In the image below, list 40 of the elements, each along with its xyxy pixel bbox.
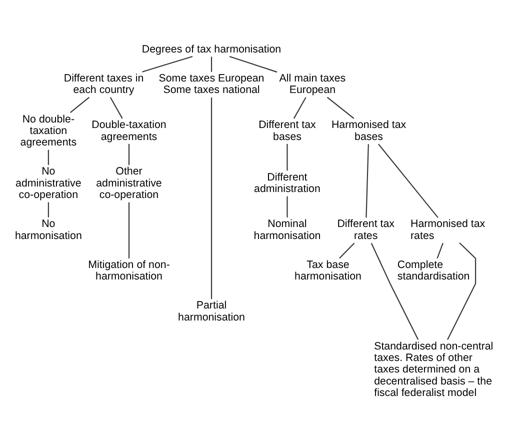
connector [436,242,444,258]
connector [447,242,476,340]
node-text: Other administrative co-operation [96,165,162,201]
connector [142,55,193,72]
connector [110,96,123,118]
node-text: Double-taxation agreements [92,118,166,142]
node-text: Different tax rates [337,218,394,242]
node-text: Some taxes European Some taxes national [158,72,264,96]
connector [128,202,130,258]
node-text: Different taxes in each country [64,72,144,96]
connector [210,56,212,72]
node-text: Different administration [254,171,320,195]
connector [210,97,212,299]
node-text: Tax base harmonisation [294,258,362,282]
connector [70,96,90,112]
node-text: All main taxes European [279,72,346,96]
connector [229,56,278,72]
node-text: Nominal harmonisation [254,218,321,242]
node-text: No harmonisation [14,218,82,242]
connector [366,144,369,218]
connector [128,143,130,165]
connector [286,196,288,217]
node-text: No double-taxation agreements [20,112,77,148]
connector [339,242,355,258]
node-text: Partial harmonisation [178,299,245,323]
node-text: Different tax bases [258,118,316,142]
connector [48,149,49,164]
node-text: Harmonised tax rates [410,218,486,242]
node-text: Mitigation of non-harmonisation [88,258,170,282]
connector [48,202,49,217]
connector [370,242,419,340]
node-text: Degrees of tax harmonisation [142,42,282,55]
node-text: Standardised non-central taxes. Rates of other taxes determined on a decentralised basis – the fiscal federalist model [374,340,494,399]
connector [378,143,438,218]
connector [286,143,288,170]
node-text: Complete standardisation [397,258,470,282]
node-text: Harmonised tax bases [331,118,406,142]
connector [326,96,354,118]
connector [293,96,306,118]
node-text: No administrative co-operation [16,165,82,201]
